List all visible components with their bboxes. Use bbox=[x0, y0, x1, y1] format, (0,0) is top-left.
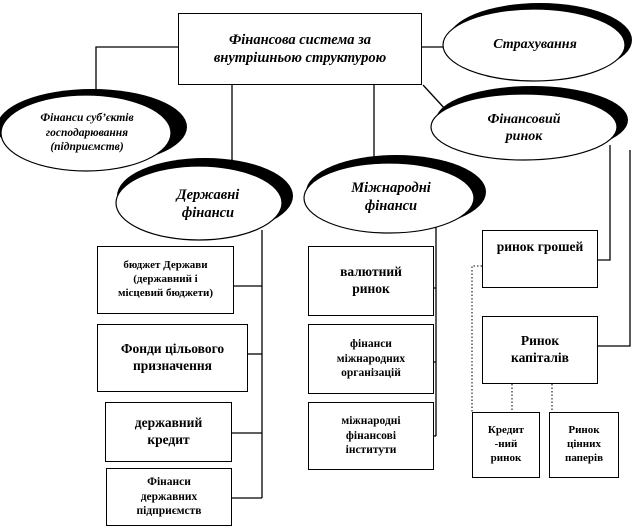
enterprise-ellipse bbox=[0, 94, 172, 172]
currency-market-label: валютний ринок bbox=[340, 264, 402, 296]
intl-fin-institutions-node: міжнародні фінансові інститути bbox=[308, 402, 434, 470]
credit-market-label: Кредит -ний ринок bbox=[487, 424, 525, 464]
credit-market-node: Кредит -ний ринок bbox=[472, 412, 540, 478]
insurance-node: Страхування bbox=[450, 20, 620, 70]
state-finance-label: Державні фінанси bbox=[176, 186, 240, 221]
line-market-money bbox=[598, 145, 611, 261]
state-budget-node: бюджет Держави (державний і місцевий бюд… bbox=[97, 246, 234, 314]
insurance-label: Страхування bbox=[493, 37, 577, 53]
enterprise-finance-node: Фінанси суб’єктів господарювання (підпри… bbox=[4, 104, 170, 162]
dotted-money-credit bbox=[471, 265, 482, 412]
securities-market-label: Ринок цінних паперів bbox=[564, 424, 604, 464]
ellipse-shapes bbox=[0, 3, 632, 241]
line-root-market bbox=[422, 84, 447, 111]
intl-org-finance-node: фінанси міжнародних організацій bbox=[308, 324, 434, 394]
root-node: Фінансова система за внутрішньою структу… bbox=[178, 13, 422, 85]
intl-ellipse bbox=[303, 162, 475, 234]
connector-lines bbox=[95, 46, 631, 499]
state-credit-node: державний кредит bbox=[105, 402, 232, 462]
root-label: Фінансова система за внутрішньою структу… bbox=[213, 31, 387, 66]
target-funds-node: Фонди цільового призначення bbox=[97, 324, 248, 392]
enterprise-finance-label: Фінанси суб’єктів господарювання (підпри… bbox=[40, 112, 134, 154]
state-budget-label: бюджет Держави (державний і місцевий бюд… bbox=[118, 259, 213, 299]
money-market-node: ринок грошей bbox=[482, 230, 598, 288]
currency-market-node: валютний ринок bbox=[308, 246, 434, 316]
securities-market-node: Ринок цінних паперів bbox=[549, 412, 619, 478]
capital-market-node: Ринок капіталів bbox=[482, 316, 598, 384]
international-finance-node: Міжнародні фінанси bbox=[310, 172, 472, 222]
international-finance-label: Міжнародні фінанси bbox=[351, 179, 431, 214]
financial-market-node: Фінансовий ринок bbox=[440, 104, 608, 152]
state-credit-label: державний кредит bbox=[134, 415, 203, 447]
target-funds-label: Фонди цільового призначення bbox=[120, 341, 225, 373]
state-finance-node: Державні фінанси bbox=[128, 180, 288, 228]
insurance-ellipse bbox=[442, 8, 626, 82]
line-root-enterprise bbox=[95, 46, 178, 110]
capital-market-label: Ринок капіталів bbox=[511, 333, 569, 365]
financial-market-label: Фінансовий ринок bbox=[487, 111, 561, 145]
state-enterprises-label: Фінанси державних підприємств bbox=[136, 476, 202, 518]
intl-fin-institutions-label: міжнародні фінансові інститути bbox=[341, 415, 401, 457]
money-market-label: ринок грошей bbox=[496, 239, 584, 254]
state-enterprises-node: Фінанси державних підприємств bbox=[106, 468, 232, 526]
state-ellipse bbox=[115, 165, 283, 241]
line-market-capital bbox=[598, 150, 631, 347]
market-ellipse bbox=[430, 93, 618, 161]
intl-org-finance-label: фінанси міжнародних організацій bbox=[336, 338, 406, 380]
